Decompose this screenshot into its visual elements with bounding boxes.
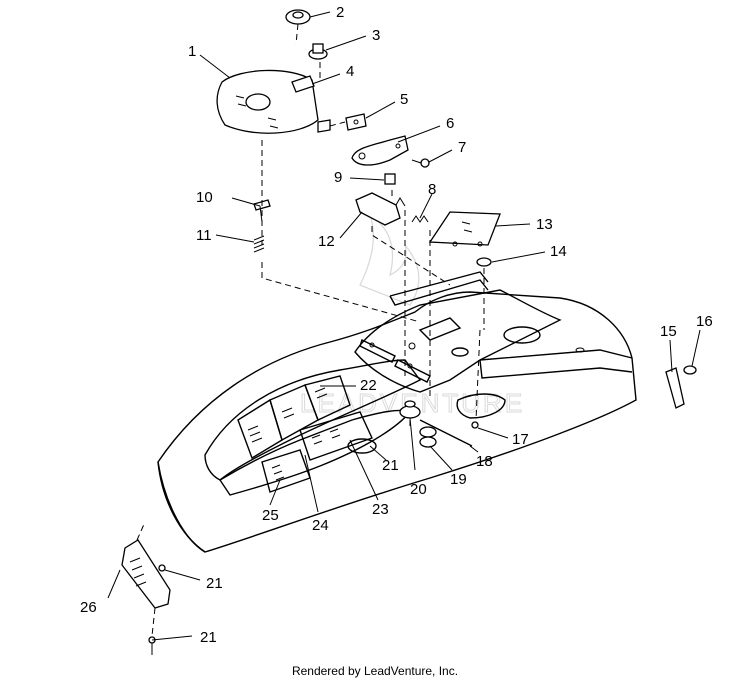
callout-21b: 21 bbox=[206, 575, 223, 592]
part-13-cover bbox=[428, 211, 501, 247]
part-7-screw bbox=[411, 158, 430, 168]
callout-14: 14 bbox=[550, 243, 567, 260]
callout-2: 2 bbox=[336, 4, 344, 21]
callout-1: 1 bbox=[188, 43, 196, 60]
callout-19: 19 bbox=[450, 471, 467, 488]
callout-8: 8 bbox=[428, 181, 436, 198]
callout-15: 15 bbox=[660, 323, 677, 340]
part-5-plate bbox=[345, 113, 367, 131]
callout-25: 25 bbox=[262, 507, 279, 524]
part-1-headlight-housing bbox=[216, 69, 331, 134]
callout-7: 7 bbox=[458, 139, 466, 156]
part-4-bulb-holder bbox=[291, 75, 315, 93]
assembly-lines bbox=[136, 23, 485, 637]
callout-12: 12 bbox=[318, 233, 335, 250]
part-9-nut bbox=[384, 173, 396, 185]
part-26-bracket bbox=[121, 539, 171, 609]
callout-11: 11 bbox=[196, 227, 212, 244]
hood-body bbox=[157, 271, 637, 553]
callout-6: 6 bbox=[446, 115, 454, 132]
part-21-screw-a bbox=[158, 564, 166, 572]
part-17-screw bbox=[471, 421, 479, 429]
part-6-bracket bbox=[351, 135, 409, 166]
part-3-switch bbox=[308, 43, 328, 60]
part-8-clip bbox=[411, 215, 429, 223]
callout-21c: 21 bbox=[200, 629, 217, 646]
callout-21: 21 bbox=[382, 457, 399, 474]
callout-16: 16 bbox=[696, 313, 713, 330]
part-16-knob bbox=[683, 365, 697, 375]
callout-5: 5 bbox=[400, 91, 408, 108]
callout-22: 22 bbox=[360, 377, 377, 394]
callout-4: 4 bbox=[346, 63, 354, 80]
part-15-handle bbox=[665, 367, 685, 409]
callout-3: 3 bbox=[372, 27, 380, 44]
callout-17: 17 bbox=[512, 431, 529, 448]
callout-9: 9 bbox=[334, 169, 342, 186]
callout-13: 13 bbox=[536, 216, 553, 233]
callouts: 2 3 1 4 5 6 7 9 8 10 13 11 12 14 15 16 2… bbox=[80, 4, 713, 646]
part-11-spring bbox=[253, 235, 265, 253]
part-19-washer bbox=[419, 426, 437, 448]
callout-18: 18 bbox=[476, 453, 493, 470]
callout-26: 26 bbox=[80, 599, 97, 616]
leader-lines bbox=[107, 11, 701, 641]
footer-credit: Rendered by LeadVenture, Inc. bbox=[291, 664, 459, 678]
callout-10: 10 bbox=[196, 189, 213, 206]
callout-24: 24 bbox=[312, 517, 329, 534]
part-2-knob bbox=[285, 9, 311, 25]
part-18-rod bbox=[419, 419, 473, 447]
part-14-grommet bbox=[476, 257, 492, 267]
callout-23: 23 bbox=[372, 501, 389, 518]
callout-20: 20 bbox=[410, 481, 427, 498]
part-12-bracket bbox=[355, 192, 406, 226]
